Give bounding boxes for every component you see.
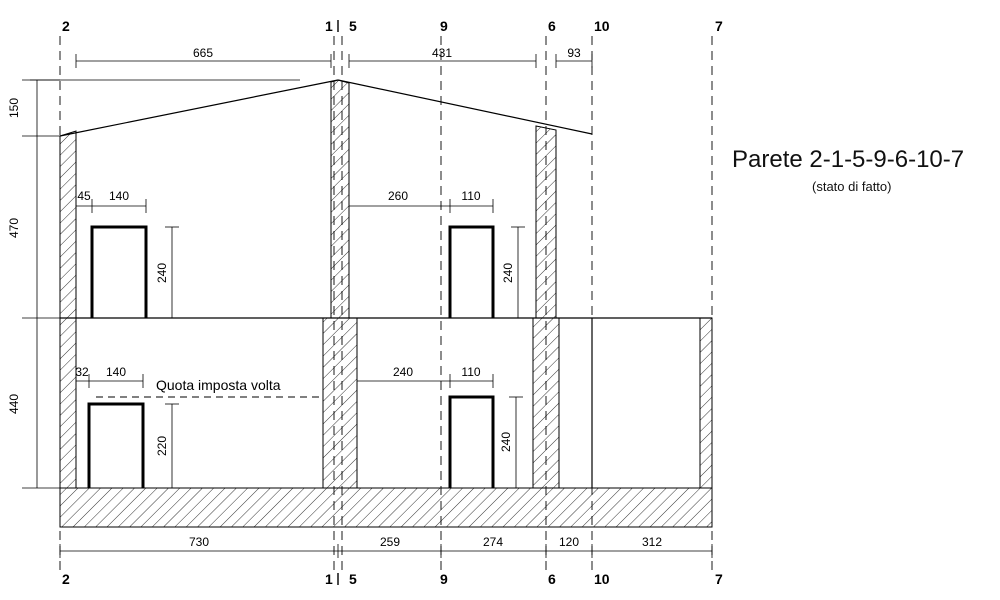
- dim-upper-260: 260: [388, 189, 408, 203]
- axis-label-9-top: 9: [440, 18, 448, 34]
- roof-left-slope: [59, 79, 339, 137]
- wall-axis-2-lower: [59, 317, 77, 489]
- axis-label-9-bottom: 9: [440, 571, 448, 587]
- wall-axis-1-lower: [322, 317, 358, 489]
- dimension-texts: 665 431 93 150 470 440 45 140 260 110 24…: [7, 46, 662, 549]
- dim-upper-240-left: 240: [155, 263, 169, 283]
- drawing-title: Parete 2-1-5-9-6-10-7: [732, 146, 965, 173]
- axis-label-6-bottom: 6: [548, 571, 556, 587]
- axis-label-5-bottom: 5: [349, 571, 357, 587]
- dim-upper-240-right: 240: [501, 263, 515, 283]
- dim-lower-110: 110: [461, 365, 480, 379]
- dim-top-93: 93: [567, 46, 581, 60]
- axis-label-2-bottom: 2: [62, 571, 70, 587]
- openings: [87, 225, 495, 488]
- opening-lower-right: [448, 395, 495, 488]
- dim-bottom-274: 274: [483, 535, 503, 549]
- axis-labels-bottom: 2 1 5 9 6 10 7: [62, 571, 723, 587]
- drawing-subtitle: (stato di fatto): [812, 179, 892, 194]
- dim-bottom-312: 312: [642, 535, 662, 549]
- roof-right-slope: [337, 79, 593, 135]
- dim-lower-220: 220: [155, 436, 169, 456]
- axis-label-7-top: 7: [715, 18, 723, 34]
- opening-upper-right: [448, 225, 495, 318]
- opening-upper-left: [90, 225, 148, 318]
- dim-upper-140: 140: [109, 189, 129, 203]
- building-outline: [59, 79, 712, 488]
- dim-lower-240: 240: [393, 365, 413, 379]
- wall-axis-6-upper: [535, 125, 557, 319]
- dim-upper-110: 110: [461, 189, 480, 203]
- dim-left-150: 150: [7, 98, 21, 118]
- dim-lower-32: 32: [75, 365, 89, 379]
- opening-lower-left: [87, 402, 145, 488]
- axis-label-1-bottom: 1: [325, 571, 333, 587]
- axis-labels-top: 2 1 5 9 6 10 7: [62, 18, 723, 34]
- axis-label-5-top: 5: [349, 18, 357, 34]
- dim-bottom-259: 259: [380, 535, 400, 549]
- axis-label-10-top: 10: [594, 18, 610, 34]
- dim-bottom-120: 120: [559, 535, 579, 549]
- dim-left-470: 470: [7, 218, 21, 238]
- dim-upper-45: 45: [77, 189, 91, 203]
- vault-annotation: Quota imposta volta: [156, 377, 281, 393]
- dim-top-431: 431: [432, 46, 452, 60]
- wall-axis-2-upper: [59, 130, 77, 319]
- axis-label-2-top: 2: [62, 18, 70, 34]
- axis-label-1-top: 1: [325, 18, 333, 34]
- axis-label-10-bottom: 10: [594, 571, 610, 587]
- dim-top-665: 665: [193, 46, 213, 60]
- dim-bottom-730: 730: [189, 535, 209, 549]
- axis-label-6-top: 6: [548, 18, 556, 34]
- dim-lower-240-right: 240: [499, 432, 513, 452]
- axis-label-7-bottom: 7: [715, 571, 723, 587]
- dim-left-440: 440: [7, 394, 21, 414]
- dim-lower-140: 140: [106, 365, 126, 379]
- wall-axis-6-lower: [532, 317, 560, 489]
- foundation-slab: [59, 487, 713, 528]
- dimension-lines: [22, 54, 713, 558]
- wall-sections: [59, 79, 713, 528]
- wall-axis-1-upper: [330, 79, 350, 319]
- wall-axis-7-lower: [699, 317, 713, 489]
